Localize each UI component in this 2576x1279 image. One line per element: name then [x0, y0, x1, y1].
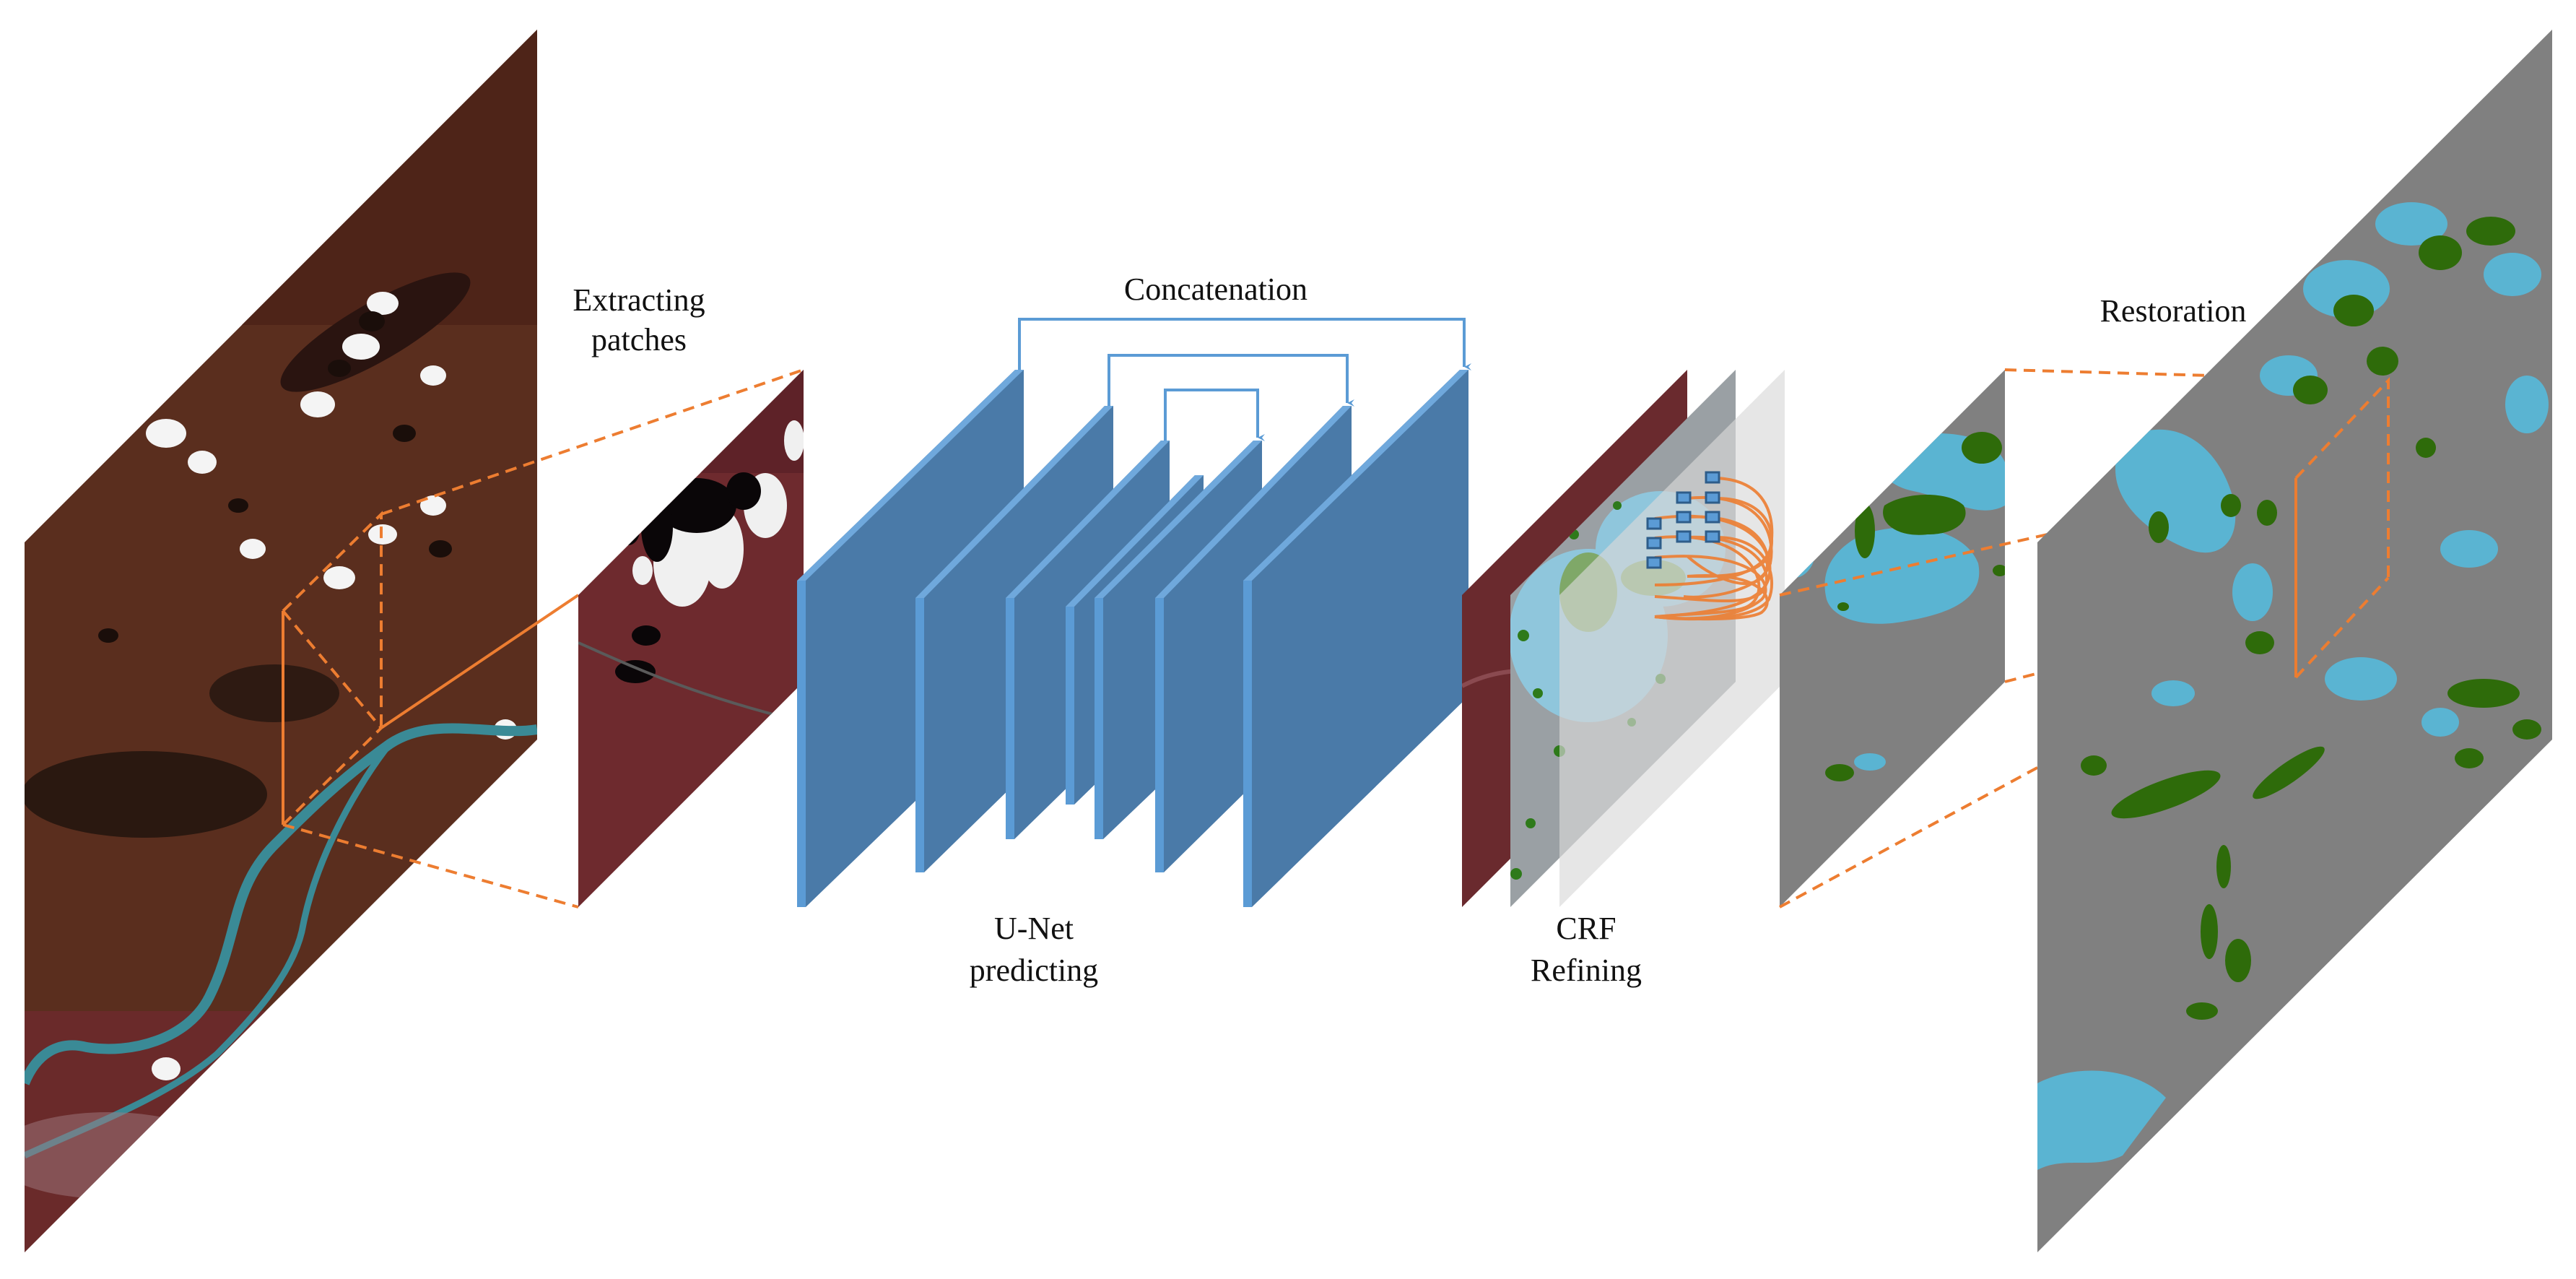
input-satellite-image — [25, 30, 537, 1252]
skip-connections — [1018, 318, 1471, 441]
refined-patch-result — [1780, 370, 2005, 907]
crf-node — [1646, 537, 1662, 550]
skip-connection-inner — [1164, 389, 1265, 441]
crf-nodes — [1646, 471, 1720, 569]
crf-node — [1705, 511, 1720, 524]
skip-connection-outer — [1018, 318, 1471, 370]
image-patch — [578, 370, 804, 907]
extraction-box — [282, 368, 804, 909]
crf-pairwise-edges — [1654, 477, 1774, 621]
crf-node — [1676, 511, 1692, 524]
label-unet-line2: predicting — [970, 953, 1098, 988]
label-concatenation: Concatenation — [1124, 272, 1307, 307]
crf-node — [1705, 471, 1720, 484]
label-extracting-line2: patches — [591, 322, 687, 357]
skip-connection-middle — [1108, 354, 1354, 407]
crf-node — [1676, 530, 1692, 543]
crf-node — [1705, 491, 1720, 504]
unet-slab-7 — [1243, 370, 1468, 907]
crf-node — [1705, 530, 1720, 543]
label-unet-line1: U-Net — [994, 911, 1074, 946]
unet-slab-1 — [797, 370, 1024, 907]
crf-node — [1646, 556, 1662, 569]
crf-translucent-layer — [1559, 370, 1785, 907]
label-extracting-line1: Extracting — [573, 282, 705, 318]
label-restoration: Restoration — [2100, 293, 2247, 329]
unet-block — [797, 370, 1468, 907]
label-crf-line1: CRF — [1556, 911, 1616, 946]
crf-node — [1676, 491, 1692, 504]
crf-node — [1646, 517, 1662, 530]
label-crf-line2: Refining — [1531, 953, 1642, 988]
restoration-box — [2294, 376, 2390, 679]
crf-block — [1462, 370, 1785, 907]
